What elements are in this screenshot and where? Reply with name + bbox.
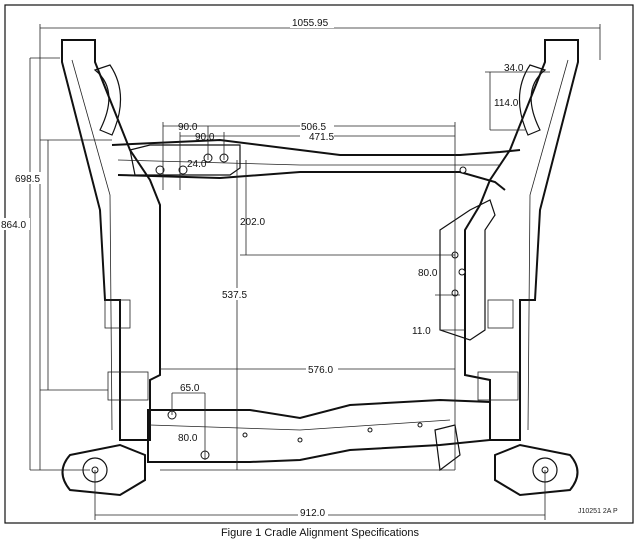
dim-65: 65.0 — [180, 383, 200, 394]
dim-overall-width: 1055.95 — [292, 18, 329, 29]
dim-90-b: 90.0 — [195, 132, 215, 143]
dim-24: 24.0 — [187, 159, 207, 170]
dim-114: 114.0 — [494, 98, 519, 109]
dim-80-right: 80.0 — [418, 268, 438, 279]
dim-11: 11.0 — [412, 326, 431, 337]
dim-90-a: 90.0 — [178, 122, 198, 133]
dim-576: 576.0 — [308, 365, 333, 376]
dim-912: 912.0 — [300, 508, 325, 519]
figure-reference: J10251 2A P — [578, 508, 618, 515]
dim-80-rear: 80.0 — [178, 433, 198, 444]
dim-537-5: 537.5 — [222, 290, 247, 301]
cradle-frame — [61, 39, 579, 497]
dim-471-5: 471.5 — [309, 132, 334, 143]
figure-caption: Figure 1 Cradle Alignment Specifications — [220, 527, 420, 539]
dim-864: 864.0 — [1, 220, 26, 231]
figure-border — [4, 4, 634, 524]
dimension-labels: 1055.95 34.0 114.0 90.0 90.0 506.5 471.5… — [0, 16, 618, 519]
dim-698-5: 698.5 — [15, 174, 40, 185]
dim-506-5: 506.5 — [301, 122, 326, 133]
dim-202: 202.0 — [240, 217, 265, 228]
dim-34: 34.0 — [504, 63, 524, 74]
